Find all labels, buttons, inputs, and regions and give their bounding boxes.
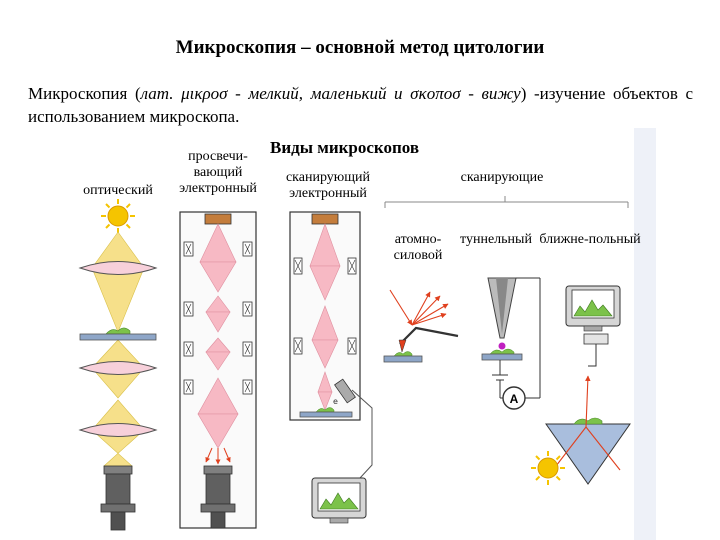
intro-lead: Микроскопия ( bbox=[28, 84, 141, 103]
right-edge-panel bbox=[634, 128, 656, 540]
intro-tail: ) -изучение объектов с использованием ми… bbox=[28, 84, 693, 126]
ammeter-label: A bbox=[510, 392, 519, 406]
lamp-icon bbox=[100, 465, 136, 531]
monitor-icon bbox=[565, 285, 621, 332]
intro-etymology: лат. μικροσ - мелкий, маленький и σκοποσ… bbox=[140, 84, 521, 103]
label-near-field: ближне-польный bbox=[539, 232, 641, 247]
sun-icon bbox=[101, 199, 135, 233]
electron-rays bbox=[205, 447, 231, 465]
optical-microscope bbox=[78, 199, 158, 531]
near-field-microscope bbox=[531, 285, 631, 485]
electron-gun-base bbox=[200, 465, 236, 529]
label-tunneling: туннельный bbox=[460, 232, 532, 247]
scanning-group-bracket bbox=[384, 196, 629, 208]
tunneling-microscope: A bbox=[481, 277, 541, 410]
detector-box-icon bbox=[583, 333, 609, 345]
ammeter-icon bbox=[502, 386, 526, 410]
monitor-icon bbox=[311, 477, 367, 524]
label-scanning-group: сканирующие bbox=[461, 170, 544, 185]
tunneling-circuit bbox=[492, 277, 541, 410]
atomic-force-microscope bbox=[383, 289, 459, 363]
intro-paragraph: Микроскопия (лат. μικροσ - мелкий, мален… bbox=[28, 82, 693, 128]
optical-lens bbox=[78, 261, 158, 437]
microscope-types-heading: Виды микроскопов bbox=[270, 138, 420, 157]
label-atomic-force: атомно-силовой bbox=[394, 232, 443, 263]
prism-icon bbox=[545, 423, 631, 485]
svg-text:e: e bbox=[333, 397, 338, 406]
label-optical: оптический bbox=[83, 183, 153, 198]
specimen-stage bbox=[79, 327, 157, 341]
page-title: Микроскопия – основной метод цитологии bbox=[175, 37, 545, 58]
detector-icon: e bbox=[333, 378, 356, 406]
laser-beams bbox=[389, 289, 449, 326]
scanning-electron-microscope: e bbox=[289, 211, 373, 524]
transmission-electron-microscope bbox=[179, 211, 257, 529]
electron-beam bbox=[197, 223, 239, 449]
tip-contact-icon bbox=[498, 342, 506, 350]
sun-icon bbox=[531, 451, 565, 485]
